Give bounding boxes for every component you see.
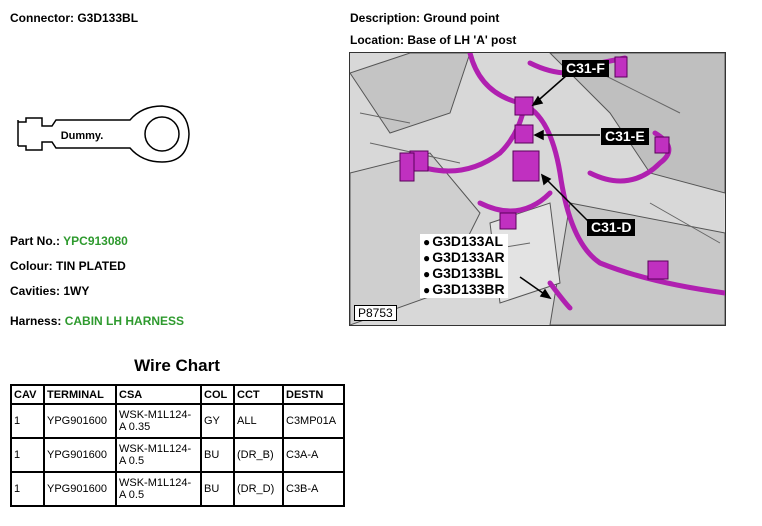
table-cell: YPG901600 — [43, 437, 117, 473]
table-cell: WSK-M1L124-A 0.35 — [115, 403, 202, 439]
table-cell: GY — [200, 403, 235, 439]
location-label: Location: Base of LH 'A' post — [350, 33, 517, 47]
harness-label: Harness: — [10, 314, 62, 328]
cavities-label: Cavities: 1WY — [10, 284, 90, 298]
harness-value: CABIN LH HARNESS — [64, 314, 185, 328]
column-header: CCT — [233, 384, 284, 405]
description-label: Description: Ground point — [350, 11, 500, 25]
colour-label: Colour: TIN PLATED — [10, 259, 126, 273]
table-cell: 1 — [10, 437, 45, 473]
table-cell: 1 — [10, 403, 45, 439]
table-cell: C3MP01A — [282, 403, 345, 439]
table-header-row: CAV TERMINAL CSA COL CCT DESTN — [10, 384, 345, 405]
table-cell: WSK-M1L124-A 0.5 — [115, 437, 202, 473]
part-number-value: YPC913080 — [63, 234, 128, 248]
table-cell: YPG901600 — [43, 471, 117, 507]
harness-illustration — [350, 53, 725, 325]
wire-chart-title: Wire Chart — [134, 356, 220, 375]
table-row: 1 YPG901600 WSK-M1L124-A 0.35 GY ALL C3M… — [10, 403, 345, 439]
terminal-label: Dummy. — [61, 130, 104, 142]
column-header: CAV — [10, 384, 45, 405]
table-cell: (DR_B) — [233, 437, 284, 473]
ring-terminal-drawing: Dummy. — [17, 105, 190, 163]
table-cell: ALL — [233, 403, 284, 439]
table-cell: 1 — [10, 471, 45, 507]
table-cell: C3A-A — [282, 437, 345, 473]
table-cell: WSK-M1L124-A 0.5 — [115, 471, 202, 507]
column-header: DESTN — [282, 384, 345, 405]
ground-point-item: G3D133AL — [420, 234, 508, 250]
part-number-label: Part No.: — [10, 234, 61, 248]
ground-point-item: G3D133BL — [420, 266, 508, 282]
table-cell: C3B-A — [282, 471, 345, 507]
ground-point-item: G3D133AR — [420, 250, 508, 266]
table-cell: BU — [200, 471, 235, 507]
callout-c31-f: C31-F — [562, 60, 609, 77]
column-header: CSA — [115, 384, 202, 405]
ground-point-item: G3D133BR — [420, 282, 508, 298]
connector-label: Connector: G3D133BL — [10, 11, 139, 25]
table-cell: BU — [200, 437, 235, 473]
ground-point-list: G3D133AL G3D133AR G3D133BL G3D133BR — [420, 234, 508, 298]
part-number: Part No.: YPC913080 — [10, 234, 128, 248]
photo-id: P8753 — [354, 305, 397, 321]
column-header: COL — [200, 384, 235, 405]
location-photo: C31-F C31-E C31-D G3D133AL G3D133AR G3D1… — [349, 52, 726, 326]
table-row: 1 YPG901600 WSK-M1L124-A 0.5 BU (DR_B) C… — [10, 437, 345, 473]
callout-c31-e: C31-E — [601, 128, 649, 145]
wire-chart-table: CAV TERMINAL CSA COL CCT DESTN 1 YPG9016… — [10, 384, 345, 507]
table-cell: (DR_D) — [233, 471, 284, 507]
column-header: TERMINAL — [43, 384, 117, 405]
table-cell: YPG901600 — [43, 403, 117, 439]
harness: Harness: CABIN LH HARNESS — [10, 314, 184, 328]
table-row: 1 YPG901600 WSK-M1L124-A 0.5 BU (DR_D) C… — [10, 471, 345, 507]
callout-c31-d: C31-D — [587, 219, 636, 236]
